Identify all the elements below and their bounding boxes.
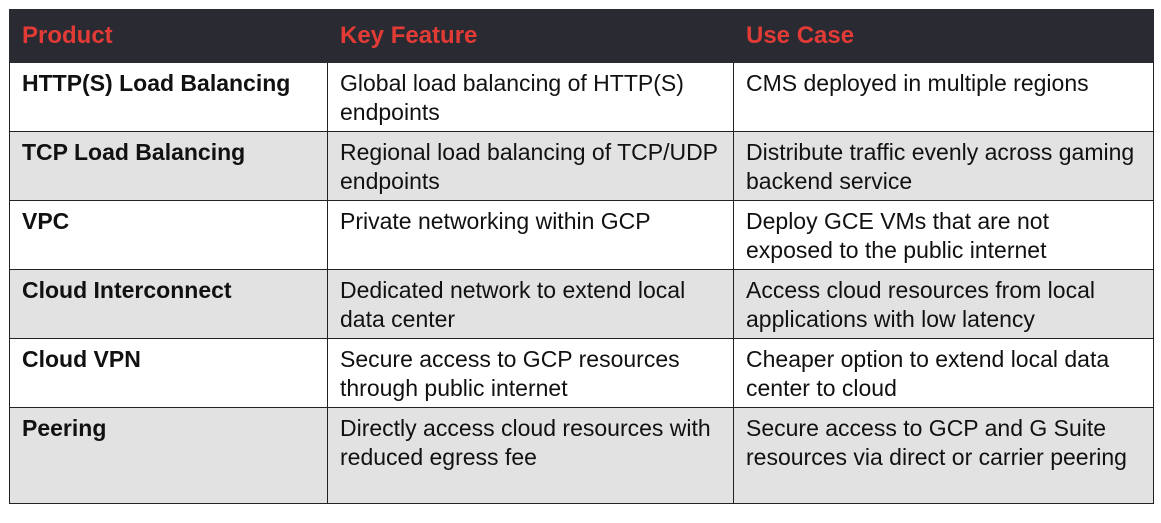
- feature-cell: Regional load balancing of TCP/UDP endpo…: [327, 131, 734, 201]
- use-case-cell: Access cloud resources from local applic…: [733, 269, 1154, 339]
- comparison-table-container: Product Key Feature Use Case HTTP(S) Loa…: [9, 9, 1154, 504]
- header-key-feature: Key Feature: [327, 9, 734, 63]
- table-row: TCP Load Balancing Regional load balanci…: [9, 131, 1154, 201]
- table-row: Peering Directly access cloud resources …: [9, 407, 1154, 504]
- feature-cell: Dedicated network to extend local data c…: [327, 269, 734, 339]
- use-case-cell: Secure access to GCP and G Suite resourc…: [733, 407, 1154, 504]
- table-row: HTTP(S) Load Balancing Global load balan…: [9, 62, 1154, 132]
- header-use-case: Use Case: [733, 9, 1154, 63]
- table-row: Cloud Interconnect Dedicated network to …: [9, 269, 1154, 339]
- header-product: Product: [9, 9, 328, 63]
- table-header: Product Key Feature Use Case: [9, 9, 1154, 63]
- product-cell: VPC: [9, 200, 328, 270]
- table-row: VPC Private networking within GCP Deploy…: [9, 200, 1154, 270]
- feature-cell: Global load balancing of HTTP(S) endpoin…: [327, 62, 734, 132]
- header-row: Product Key Feature Use Case: [9, 9, 1154, 63]
- table-row: Cloud VPN Secure access to GCP resources…: [9, 338, 1154, 408]
- feature-cell: Private networking within GCP: [327, 200, 734, 270]
- product-cell: HTTP(S) Load Balancing: [9, 62, 328, 132]
- product-cell: Cloud VPN: [9, 338, 328, 408]
- table-body: HTTP(S) Load Balancing Global load balan…: [9, 62, 1154, 504]
- product-cell: TCP Load Balancing: [9, 131, 328, 201]
- product-cell: Peering: [9, 407, 328, 504]
- use-case-cell: Cheaper option to extend local data cent…: [733, 338, 1154, 408]
- product-cell: Cloud Interconnect: [9, 269, 328, 339]
- use-case-cell: CMS deployed in multiple regions: [733, 62, 1154, 132]
- network-products-table: Product Key Feature Use Case HTTP(S) Loa…: [9, 9, 1154, 504]
- feature-cell: Directly access cloud resources with red…: [327, 407, 734, 504]
- use-case-cell: Distribute traffic evenly across gaming …: [733, 131, 1154, 201]
- feature-cell: Secure access to GCP resources through p…: [327, 338, 734, 408]
- use-case-cell: Deploy GCE VMs that are not exposed to t…: [733, 200, 1154, 270]
